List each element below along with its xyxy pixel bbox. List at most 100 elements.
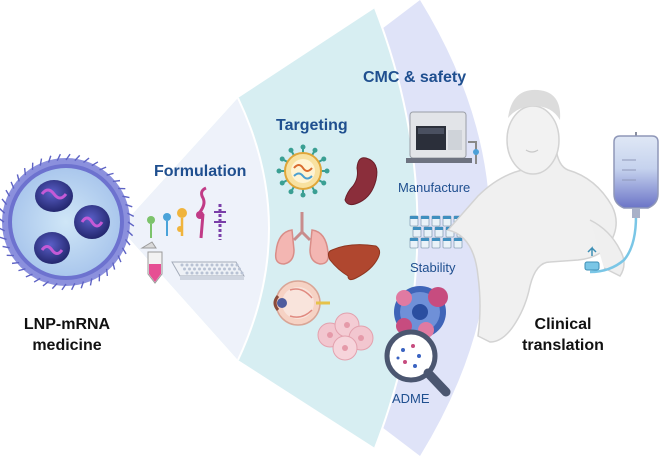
well (185, 271, 189, 275)
peg-tail (127, 221, 135, 227)
well (215, 271, 219, 275)
well (203, 267, 206, 271)
well (218, 267, 221, 271)
peg-tail (42, 280, 49, 287)
vial-cap (443, 216, 451, 219)
manufacturing-machine-icon (406, 111, 479, 164)
virus-spike-tip (300, 192, 306, 198)
well (185, 263, 189, 267)
virus-spike-tip (279, 180, 285, 186)
well (210, 271, 214, 275)
liver-icon (327, 244, 381, 281)
stability-label: Stability (410, 260, 456, 275)
lungs-icon (274, 212, 330, 265)
peg-tail (99, 166, 107, 171)
peg-tail (89, 278, 93, 286)
vial-cap (421, 238, 429, 241)
vial-cap (424, 227, 432, 230)
virus-spike-tip (288, 189, 294, 195)
vial-cap (454, 216, 462, 219)
iv-tube (589, 215, 638, 274)
peg-tail (65, 153, 71, 161)
vial-cap (432, 238, 440, 241)
peg-tail (125, 203, 133, 208)
well (235, 263, 239, 267)
well (225, 263, 229, 267)
well-plate-icon (171, 261, 245, 280)
clinical-line2: translation (522, 337, 604, 354)
lipid-molecules-icon (147, 208, 187, 238)
well (195, 263, 199, 267)
well (230, 271, 234, 275)
peg-tail (112, 179, 121, 183)
virus-spike-tip (312, 189, 318, 195)
well (228, 267, 231, 271)
well (205, 271, 209, 275)
well (240, 271, 244, 275)
peg-tail (0, 218, 5, 223)
peg-tail (61, 283, 67, 291)
peg-tail (25, 273, 33, 278)
well (205, 263, 209, 267)
spleen-icon (344, 157, 378, 206)
peg-tail (105, 268, 109, 277)
peg-tail (18, 268, 26, 272)
peg-tail (16, 174, 20, 182)
well (233, 267, 236, 271)
well (198, 267, 201, 271)
peg-tail (47, 155, 52, 163)
peg-tail (121, 247, 127, 255)
well (235, 271, 239, 275)
virus-icon (276, 144, 330, 198)
well (213, 267, 216, 271)
well (230, 263, 234, 267)
formulation-band (120, 98, 269, 360)
peg-tail (70, 283, 76, 291)
virus-spike-tip (324, 168, 330, 174)
peg-tail (0, 227, 5, 232)
vial-cap (413, 227, 421, 230)
virus-spike-tip (312, 147, 318, 153)
clinical-translation-label: Clinical translation (508, 314, 618, 356)
well (208, 267, 211, 271)
lnp-mrna-line2: medicine (32, 337, 102, 354)
well (200, 271, 204, 275)
cannula-icon (584, 246, 600, 271)
well (188, 267, 191, 271)
eye-icon (273, 280, 330, 326)
manufacture-label: Manufacture (398, 180, 471, 195)
tube-icon (140, 241, 163, 284)
virus-spike-tip (276, 168, 282, 174)
vial-cap (432, 216, 440, 219)
well (215, 263, 219, 267)
lnp-mrna-label: LNP-mRNA medicine (14, 314, 120, 356)
well (200, 263, 204, 267)
peg-tail (0, 236, 7, 241)
peg-tail (74, 154, 81, 162)
well (223, 267, 226, 271)
peg-tail (0, 207, 6, 214)
virus-spike-tip (288, 147, 294, 153)
virus-spike-tip (300, 144, 306, 150)
peg-tail (10, 181, 15, 189)
human-figure-icon (446, 89, 625, 343)
peg-tail (23, 167, 27, 176)
peg-tail (124, 239, 131, 246)
clinical-line1: Clinical (534, 316, 592, 333)
well (183, 267, 186, 271)
vial-cap (421, 216, 429, 219)
peg-tail (1, 198, 8, 205)
cell-cluster-icon (317, 312, 374, 361)
peg-tail (33, 277, 41, 283)
virus-spike-tip (321, 156, 327, 162)
vial-cap (410, 238, 418, 241)
peg-tail (112, 262, 116, 270)
vial-cap (443, 238, 451, 241)
band-divider (237, 97, 270, 361)
peg-tail (106, 172, 114, 176)
virus-spike-tip (279, 156, 285, 162)
iv-bag-icon (613, 132, 659, 218)
targeting-title: Targeting (276, 117, 348, 134)
